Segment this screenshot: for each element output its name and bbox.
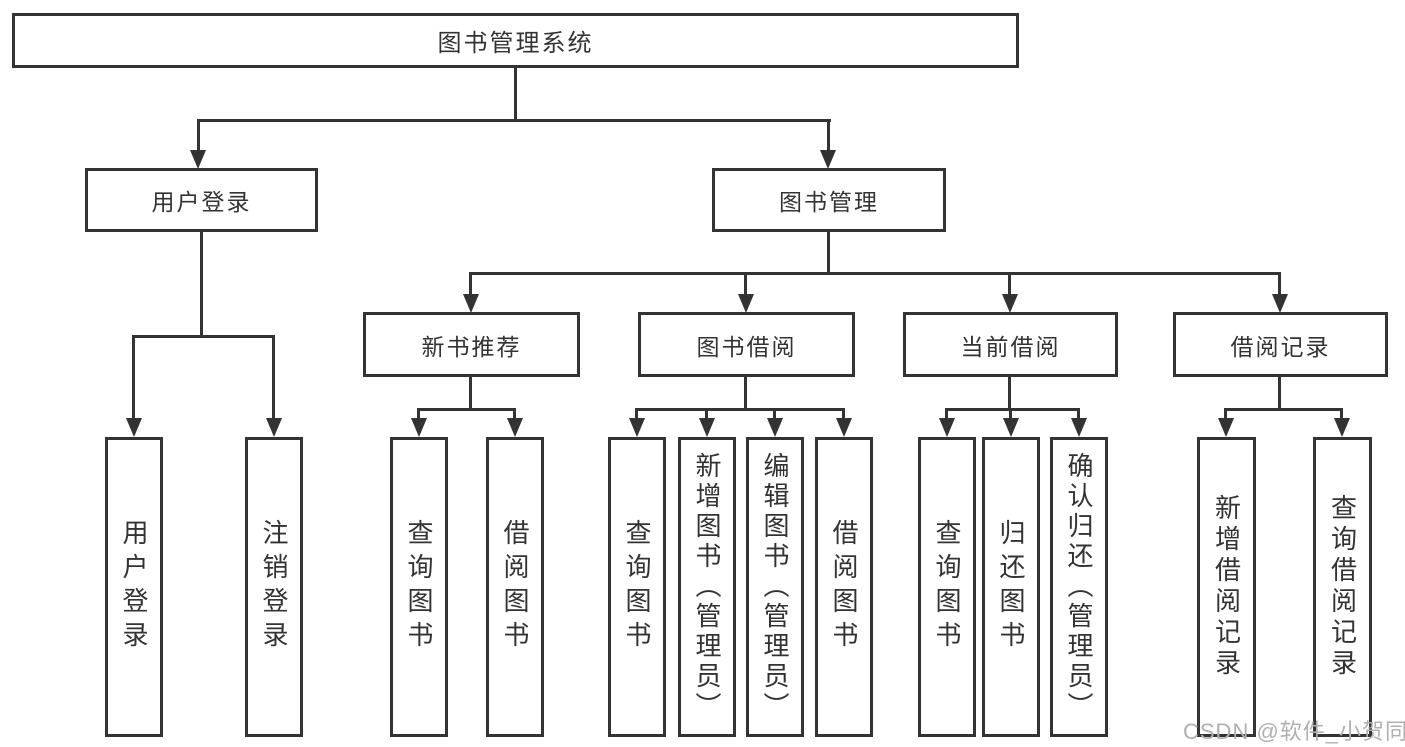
connector-current-branch	[946, 408, 1080, 411]
connector-level2-branch	[197, 119, 831, 122]
connector-stem-borrow-books-borrow	[842, 408, 845, 421]
leaf-return-books-label: 归还图书	[996, 519, 1026, 655]
leaf-user-login: 用户登录	[105, 437, 163, 737]
connector-book-management-stub	[827, 232, 830, 275]
connector-stem-return-books	[1009, 408, 1012, 421]
connector-stem-leaf-logout	[272, 335, 275, 421]
arrowhead-query-books-recommend	[411, 418, 427, 437]
connector-stem-borrow-records	[1278, 272, 1281, 297]
leaf-confirm-return-admin-label: 确认归还（管理员）	[1064, 452, 1094, 722]
leaf-return-books: 归还图书	[982, 437, 1040, 737]
connector-stem-current-borrow	[1008, 272, 1011, 297]
node-user-login: 用户登录	[85, 168, 318, 232]
arrowhead-edit-books-admin	[767, 418, 783, 437]
leaf-logout-login-label: 注销登录	[259, 519, 289, 655]
connector-stem-borrow-books-recommend	[513, 408, 516, 421]
leaf-query-borrow-record: 查询借阅记录	[1313, 437, 1372, 737]
leaf-borrow-books-borrow: 借阅图书	[815, 437, 873, 737]
leaf-add-borrow-record: 新增借阅记录	[1197, 437, 1256, 737]
leaf-query-books-current: 查询图书	[918, 437, 976, 737]
csdn-watermark: CSDN @软件_小贺同学	[1183, 719, 1405, 744]
leaf-query-books-borrow: 查询图书	[608, 437, 666, 737]
node-book-management-label: 图书管理	[779, 189, 879, 215]
leaf-query-books-recommend: 查询图书	[390, 437, 448, 737]
node-user-login-label: 用户登录	[151, 189, 252, 215]
leaf-borrow-books-borrow-label: 借阅图书	[829, 519, 859, 655]
connector-level3-branch	[469, 272, 1281, 275]
leaf-query-books-recommend-label: 查询图书	[404, 519, 434, 655]
arrowhead-current-borrow	[1002, 294, 1018, 313]
connector-stem-add-borrow-record	[1224, 408, 1227, 421]
node-library-system: 图书管理系统	[12, 13, 1019, 68]
arrowhead-return-books	[1003, 418, 1019, 437]
arrowhead-user-login	[190, 150, 206, 169]
connector-stem-query-books-recommend	[417, 408, 420, 421]
arrowhead-query-books-borrow	[629, 418, 645, 437]
connector-stem-edit-books-admin	[773, 408, 776, 421]
leaf-add-borrow-record-label: 新增借阅记录	[1211, 494, 1242, 680]
leaf-confirm-return-admin: 确认归还（管理员）	[1050, 437, 1108, 737]
leaf-add-books-admin-label: 新增图书（管理员）	[692, 452, 722, 722]
connector-records-stub	[1278, 377, 1281, 410]
connector-stem-leaf-user-login	[132, 335, 135, 421]
arrowhead-new-book-recommend	[463, 294, 479, 313]
connector-stem-query-books-current	[945, 408, 948, 421]
connector-stem-book-management	[827, 119, 830, 152]
node-new-book-recommend: 新书推荐	[363, 312, 580, 377]
node-current-borrow: 当前借阅	[903, 312, 1118, 377]
node-borrow-records: 借阅记录	[1173, 312, 1388, 377]
connector-stem-query-books-borrow	[635, 408, 638, 421]
leaf-query-books-current-label: 查询图书	[932, 519, 962, 655]
arrowhead-confirm-return	[1071, 418, 1087, 437]
node-book-borrow: 图书借阅	[638, 312, 855, 377]
node-new-book-recommend-label: 新书推荐	[421, 333, 522, 360]
arrowhead-query-borrow-record	[1334, 418, 1350, 437]
leaf-edit-books-admin-label: 编辑图书（管理员）	[760, 452, 790, 722]
arrowhead-leaf-user-login	[126, 418, 142, 437]
connector-recommend-stub	[469, 377, 472, 410]
node-current-borrow-label: 当前借阅	[960, 333, 1061, 360]
node-borrow-records-label: 借阅记录	[1230, 333, 1331, 360]
arrowhead-borrow-books-recommend	[507, 418, 523, 437]
leaf-borrow-books-recommend-label: 借阅图书	[500, 519, 530, 655]
node-book-borrow-label: 图书借阅	[696, 333, 797, 360]
arrowhead-book-borrow	[738, 294, 754, 313]
arrowhead-add-borrow-record	[1218, 418, 1234, 437]
connector-current-stub	[1008, 377, 1011, 410]
node-library-system-label: 图书管理系统	[437, 30, 594, 57]
connector-stem-confirm-return	[1077, 408, 1080, 421]
leaf-query-borrow-record-label: 查询借阅记录	[1327, 494, 1358, 680]
connector-stem-query-borrow-record	[1340, 408, 1343, 421]
leaf-user-login-label: 用户登录	[119, 519, 149, 655]
arrowhead-add-books-admin	[699, 418, 715, 437]
connector-root-stub	[514, 68, 517, 121]
leaf-edit-books-admin: 编辑图书（管理员）	[746, 437, 804, 737]
connector-stem-new-book-recommend	[469, 272, 472, 297]
connector-stem-add-books-admin	[705, 408, 708, 421]
arrowhead-borrow-records	[1272, 294, 1288, 313]
arrowhead-borrow-books-borrow	[836, 418, 852, 437]
arrowhead-book-management	[820, 150, 836, 169]
connector-borrow-branch	[636, 408, 844, 411]
connector-borrow-stub	[744, 377, 747, 410]
connector-stem-user-login	[197, 119, 200, 152]
connector-stem-book-borrow	[744, 272, 747, 297]
arrowhead-leaf-logout	[266, 418, 282, 437]
leaf-logout-login: 注销登录	[245, 437, 303, 737]
connector-recommend-branch	[417, 408, 516, 411]
connector-user-login-stub	[200, 232, 203, 338]
leaf-borrow-books-recommend: 借阅图书	[486, 437, 544, 737]
node-book-management: 图书管理	[712, 168, 946, 232]
connector-user-login-branch	[132, 335, 275, 338]
leaf-query-books-borrow-label: 查询图书	[622, 519, 652, 655]
leaf-add-books-admin: 新增图书（管理员）	[678, 437, 736, 737]
arrowhead-query-books-current	[939, 418, 955, 437]
connector-records-branch	[1224, 408, 1342, 411]
